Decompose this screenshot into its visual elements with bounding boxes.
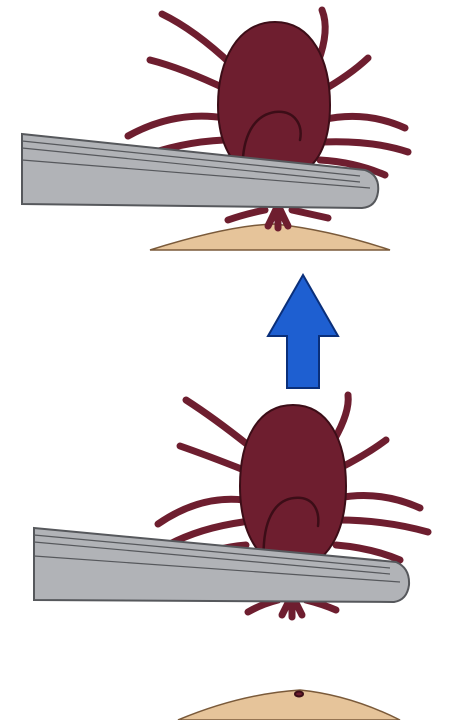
tweezers-bottom bbox=[34, 528, 409, 602]
tick-mouthparts-top bbox=[228, 205, 328, 228]
skin-bottom bbox=[178, 690, 400, 720]
panel-grasp bbox=[22, 10, 408, 250]
tick-body-bottom bbox=[240, 405, 346, 568]
up-arrow bbox=[268, 275, 338, 388]
panel-removed bbox=[34, 395, 428, 720]
bite-site bbox=[295, 692, 303, 697]
